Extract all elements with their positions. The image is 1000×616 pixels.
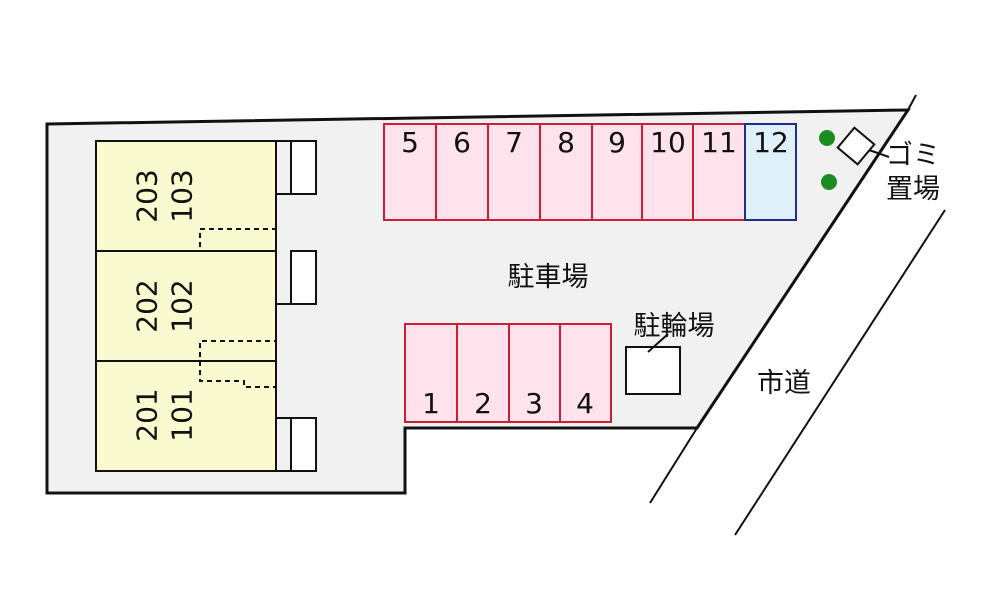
unit-upper-label: 203 (131, 169, 164, 222)
dashed-walkway (199, 361, 276, 388)
parking-space-number: 1 (422, 387, 440, 420)
garbage-area-label: 置場 (886, 174, 940, 205)
dashed-walkway (199, 340, 276, 357)
parking-space-number: 6 (453, 126, 471, 159)
parking-space-number: 2 (474, 387, 492, 420)
parking-space-number: 10 (650, 126, 686, 159)
stair-box (290, 417, 317, 472)
parking-space-number: 5 (401, 126, 419, 159)
parking-space-number: 7 (505, 126, 523, 159)
parking-space-number: 8 (557, 126, 575, 159)
dashed-walkway (199, 228, 276, 247)
parking-space-number: 11 (701, 126, 737, 159)
apartment-building (95, 140, 317, 472)
unit-upper-label: 202 (131, 279, 164, 332)
parking-row-bottom (404, 323, 612, 423)
garbage-area-label: ゴミ (886, 140, 940, 171)
stair-box (290, 140, 317, 195)
lot-road-edge-extension (907, 94, 917, 111)
unit-lower-label: 101 (166, 388, 199, 441)
bicycle-shed-pointer (647, 333, 669, 353)
parking-row-top (383, 123, 797, 221)
parking-space-number: 4 (576, 387, 594, 420)
garbage-pointer (868, 149, 890, 158)
bicycle-parking-label: 駐輪場 (634, 311, 715, 342)
parking-space-number: 3 (525, 387, 543, 420)
road-edge-line (734, 209, 946, 536)
parking-space-number: 9 (608, 126, 626, 159)
lot-road-edge-lower (649, 427, 698, 504)
garbage-bin-icon (836, 126, 876, 166)
unit-lower-label: 103 (166, 169, 199, 222)
bicycle-shed-icon (625, 346, 681, 395)
parking-space-number: 12 (753, 126, 789, 159)
city-road-label: 市道 (757, 368, 811, 399)
unit-lower-label: 102 (166, 279, 199, 332)
parking-area-label: 駐車場 (508, 262, 589, 293)
stair-box (290, 250, 317, 305)
tree-icon (821, 174, 837, 190)
unit-upper-label: 201 (131, 388, 164, 441)
tree-icon (819, 130, 835, 146)
